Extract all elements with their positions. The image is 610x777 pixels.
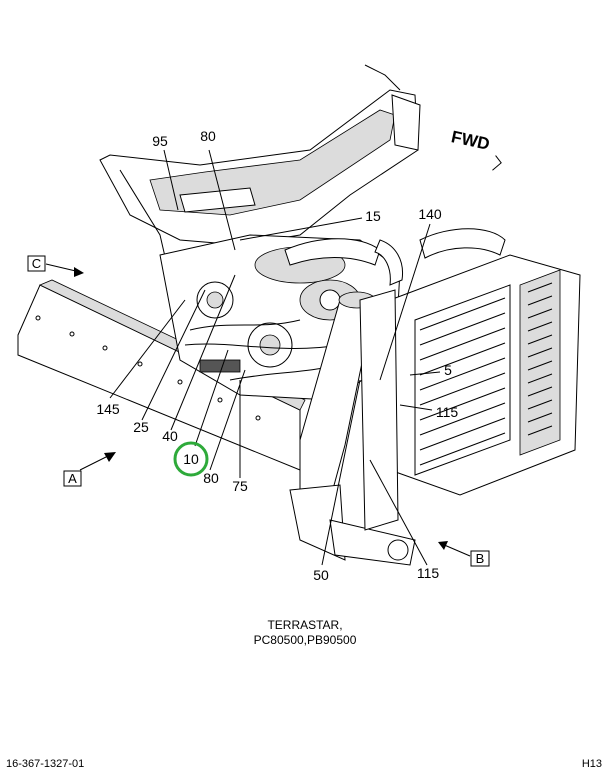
caption-line-1: TERRASTAR,	[267, 618, 343, 632]
callout-50: 50	[313, 567, 329, 583]
forward-direction-marker: FWD	[450, 127, 502, 171]
leader-lines	[45, 149, 471, 566]
callout-95: 95	[152, 133, 168, 149]
callout-80-bottom: 80	[203, 470, 219, 486]
radiator-fins	[419, 297, 506, 466]
callout-5: 5	[444, 362, 452, 378]
radiator-assembly	[359, 228, 581, 531]
callout-145: 145	[96, 401, 120, 417]
svg-text:C: C	[32, 256, 41, 271]
forward-arrow-icon	[492, 155, 502, 171]
svg-text:B: B	[476, 551, 485, 566]
document-number: 16-367-1327-01	[6, 758, 85, 770]
view-label-b: B	[470, 550, 490, 567]
callout-80-top: 80	[200, 128, 216, 144]
callout-75: 75	[232, 478, 248, 494]
page-code: H13	[581, 758, 602, 770]
view-label-a: A	[63, 470, 82, 487]
callout-15: 15	[365, 208, 381, 224]
callout-10: 10	[183, 451, 199, 467]
callout-labels: 95 80 15 140 5 115 145 25 40 10 80 75 50…	[96, 128, 458, 583]
svg-text:FWD: FWD	[450, 127, 492, 154]
charge-air-pipe	[289, 291, 416, 566]
caption-line-2: PC80500,PB90500	[253, 633, 357, 647]
callout-140: 140	[418, 206, 442, 222]
view-label-c: C	[27, 255, 46, 272]
cowl-panel	[99, 64, 421, 301]
highlight-circle-callout-10	[173, 441, 209, 477]
callout-115-bottom: 115	[417, 565, 440, 581]
callout-115-right: 115	[436, 404, 459, 420]
callout-25: 25	[133, 419, 149, 435]
model-caption: TERRASTAR, PC80500,PB90500	[0, 618, 610, 648]
callout-40: 40	[162, 428, 178, 444]
svg-text:A: A	[68, 471, 77, 486]
